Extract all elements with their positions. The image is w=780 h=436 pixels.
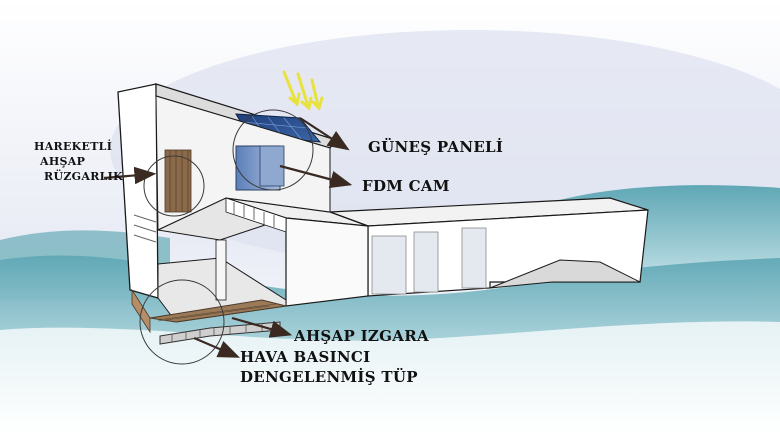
middle-block-front (285, 217, 369, 307)
label-wind-louver-line2: AHŞAP (40, 155, 86, 168)
pier-deck (489, 259, 641, 289)
wood-grate-lines (157, 303, 277, 322)
label-pressure-tube-line1: HAVA BASINCI (240, 348, 371, 366)
wood-louver-slats (169, 150, 189, 212)
detail-circle-solar (232, 109, 314, 191)
leader-louver (103, 166, 157, 185)
pressure-tube-ribs (171, 323, 263, 342)
label-solar-panel: GÜNEŞ PANELİ (368, 138, 504, 156)
tower-left-wall-slots (133, 214, 157, 243)
label-wind-louver-line3: RÜZGARLIK (44, 170, 123, 183)
leader-glass (279, 164, 353, 189)
label-wind-louver-line1: HAREKETLİ (34, 140, 113, 153)
pier-window-1 (371, 235, 407, 295)
sun-rays (282, 70, 324, 111)
label-fdm-glass: FDM CAM (362, 177, 450, 195)
pier-window-3 (461, 227, 487, 289)
detail-circle-louver (143, 155, 205, 217)
leader-tube (193, 336, 241, 358)
pier-window-2 (413, 231, 439, 293)
fdm-glass-frame (259, 145, 285, 187)
detail-circle-base (139, 279, 225, 365)
tower-stair-rail (225, 197, 287, 233)
tower-lower-column (215, 239, 227, 301)
label-pressure-tube-line2: DENGELENMİŞ TÜP (240, 368, 418, 386)
water-foam (0, 321, 780, 436)
leader-solar (299, 117, 350, 151)
tower-stair-slats (233, 202, 275, 227)
label-wood-grate: AHŞAP IZGARA (294, 327, 429, 345)
wood-louver (164, 149, 192, 213)
leader-grate (231, 316, 293, 338)
leader-lines (103, 117, 353, 358)
